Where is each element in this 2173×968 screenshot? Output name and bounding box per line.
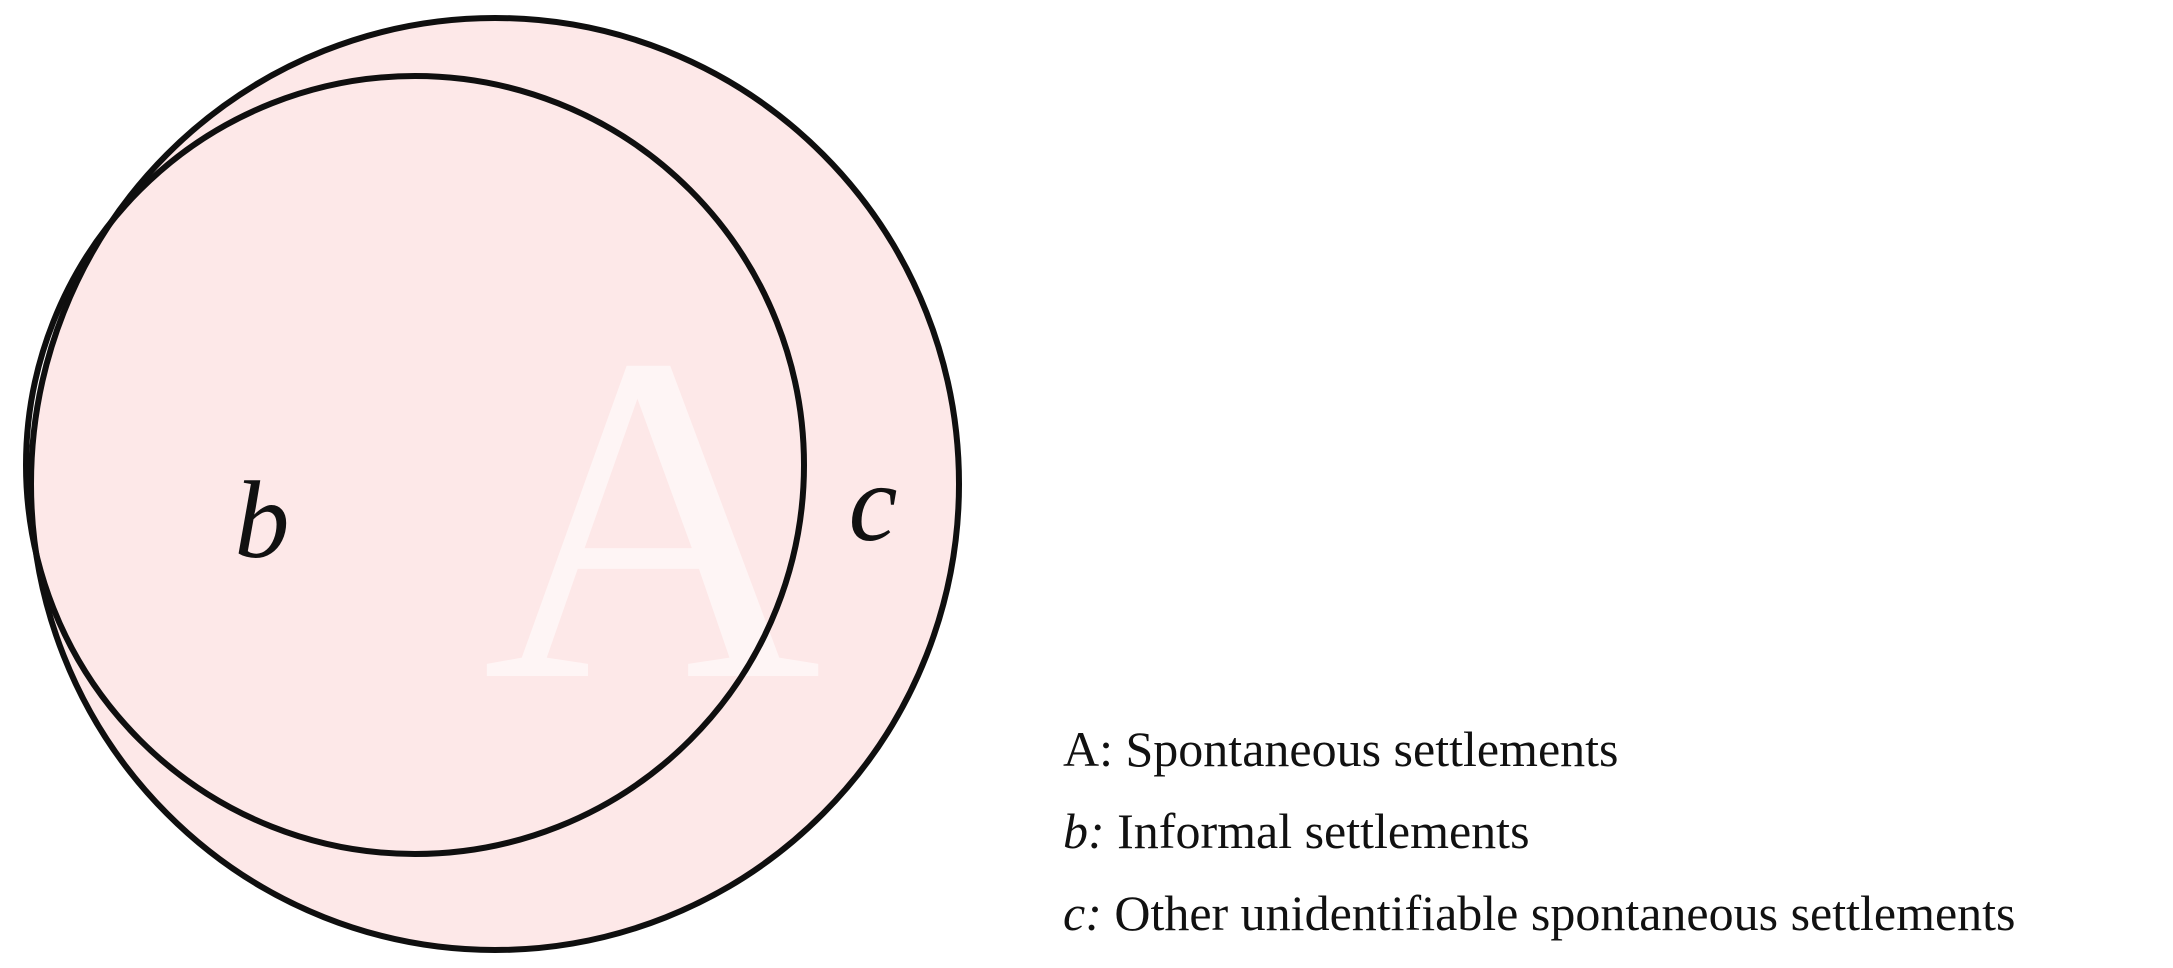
legend-key-b: b:: [1063, 803, 1105, 859]
legend-item-c: c: Other unidentifiable spontaneous sett…: [1063, 872, 2016, 954]
legend-text-c: Other unidentifiable spontaneous settlem…: [1114, 885, 2016, 941]
legend-key-c: c:: [1063, 885, 1102, 941]
remainder-label-c: c: [849, 442, 898, 564]
inner-circle-label-b: b: [235, 459, 290, 581]
legend-item-a: A: Spontaneous settlements: [1063, 708, 2016, 790]
legend-key-a: A:: [1063, 721, 1113, 777]
legend-text-a: Spontaneous settlements: [1125, 721, 1619, 777]
outer-circle-spontaneous: [28, 15, 962, 953]
legend: A: Spontaneous settlements b: Informal s…: [1063, 708, 2016, 954]
legend-item-b: b: Informal settlements: [1063, 790, 2016, 872]
inner-circle-informal: [23, 73, 807, 857]
watermark-label-a: A: [482, 257, 821, 778]
legend-text-b: Informal settlements: [1117, 803, 1530, 859]
